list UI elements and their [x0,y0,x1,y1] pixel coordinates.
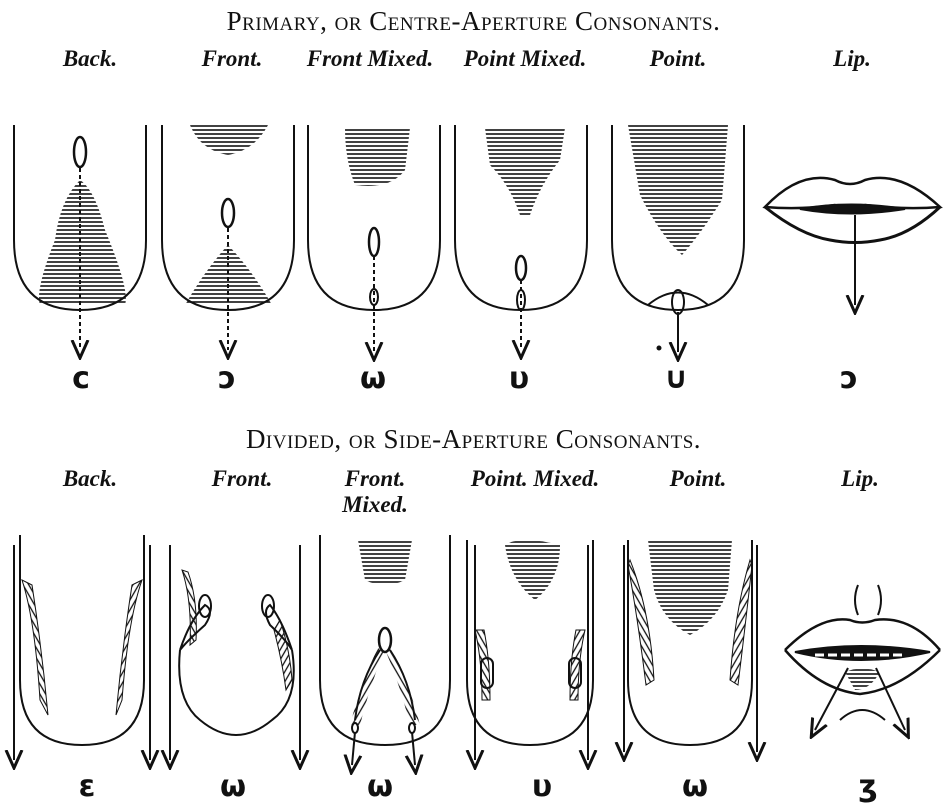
mouth-diagram-back [14,125,146,350]
lips-diagram-lip-divided [785,585,940,730]
mouth-diagram-front [162,125,294,350]
mouth-diagram-front-mixed-divided [320,535,450,765]
mouth-diagram-point-divided [624,540,757,752]
mouth-diagram-point-mixed [455,125,587,350]
mouth-diagram-front-mixed [308,125,440,352]
mouth-diagram-point-mixed-divided [467,540,593,760]
mouth-diagram-back-divided [14,535,150,760]
mouth-diagram-front-divided [170,545,300,760]
mouth-diagram-point [612,125,744,352]
lips-diagram-lip [765,178,940,305]
